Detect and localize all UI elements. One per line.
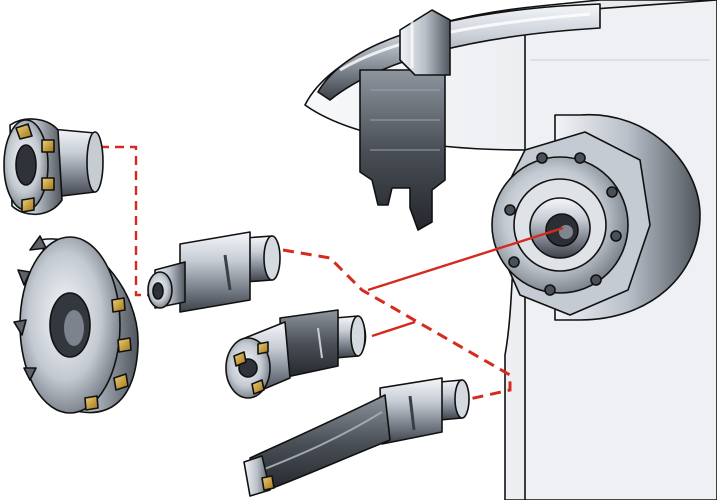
connector-spindle-to-adapter (367, 226, 564, 292)
machine-spindle (304, 0, 717, 500)
connector-face-mill-to-adapter (100, 145, 150, 297)
connector-spindle-to-end-mill (371, 320, 416, 338)
end-mill-holder (225, 309, 367, 399)
coupling-adapter (147, 231, 281, 313)
connector-lines (100, 145, 564, 402)
end-mill-icon (225, 309, 367, 399)
gripper-arm-icon (359, 9, 451, 231)
spindle-face-icon (491, 152, 629, 296)
drill-icon (243, 377, 470, 497)
tool-changer-gripper (359, 9, 451, 231)
connector-adapter-to-drill (282, 248, 512, 402)
face-mill-icon (3, 118, 104, 216)
indexable-drill (243, 377, 470, 497)
side-milling-cutter (13, 235, 139, 414)
disc-cutter-icon (13, 235, 139, 414)
face-mill-cutter (3, 118, 104, 216)
adapter-icon (147, 231, 281, 313)
